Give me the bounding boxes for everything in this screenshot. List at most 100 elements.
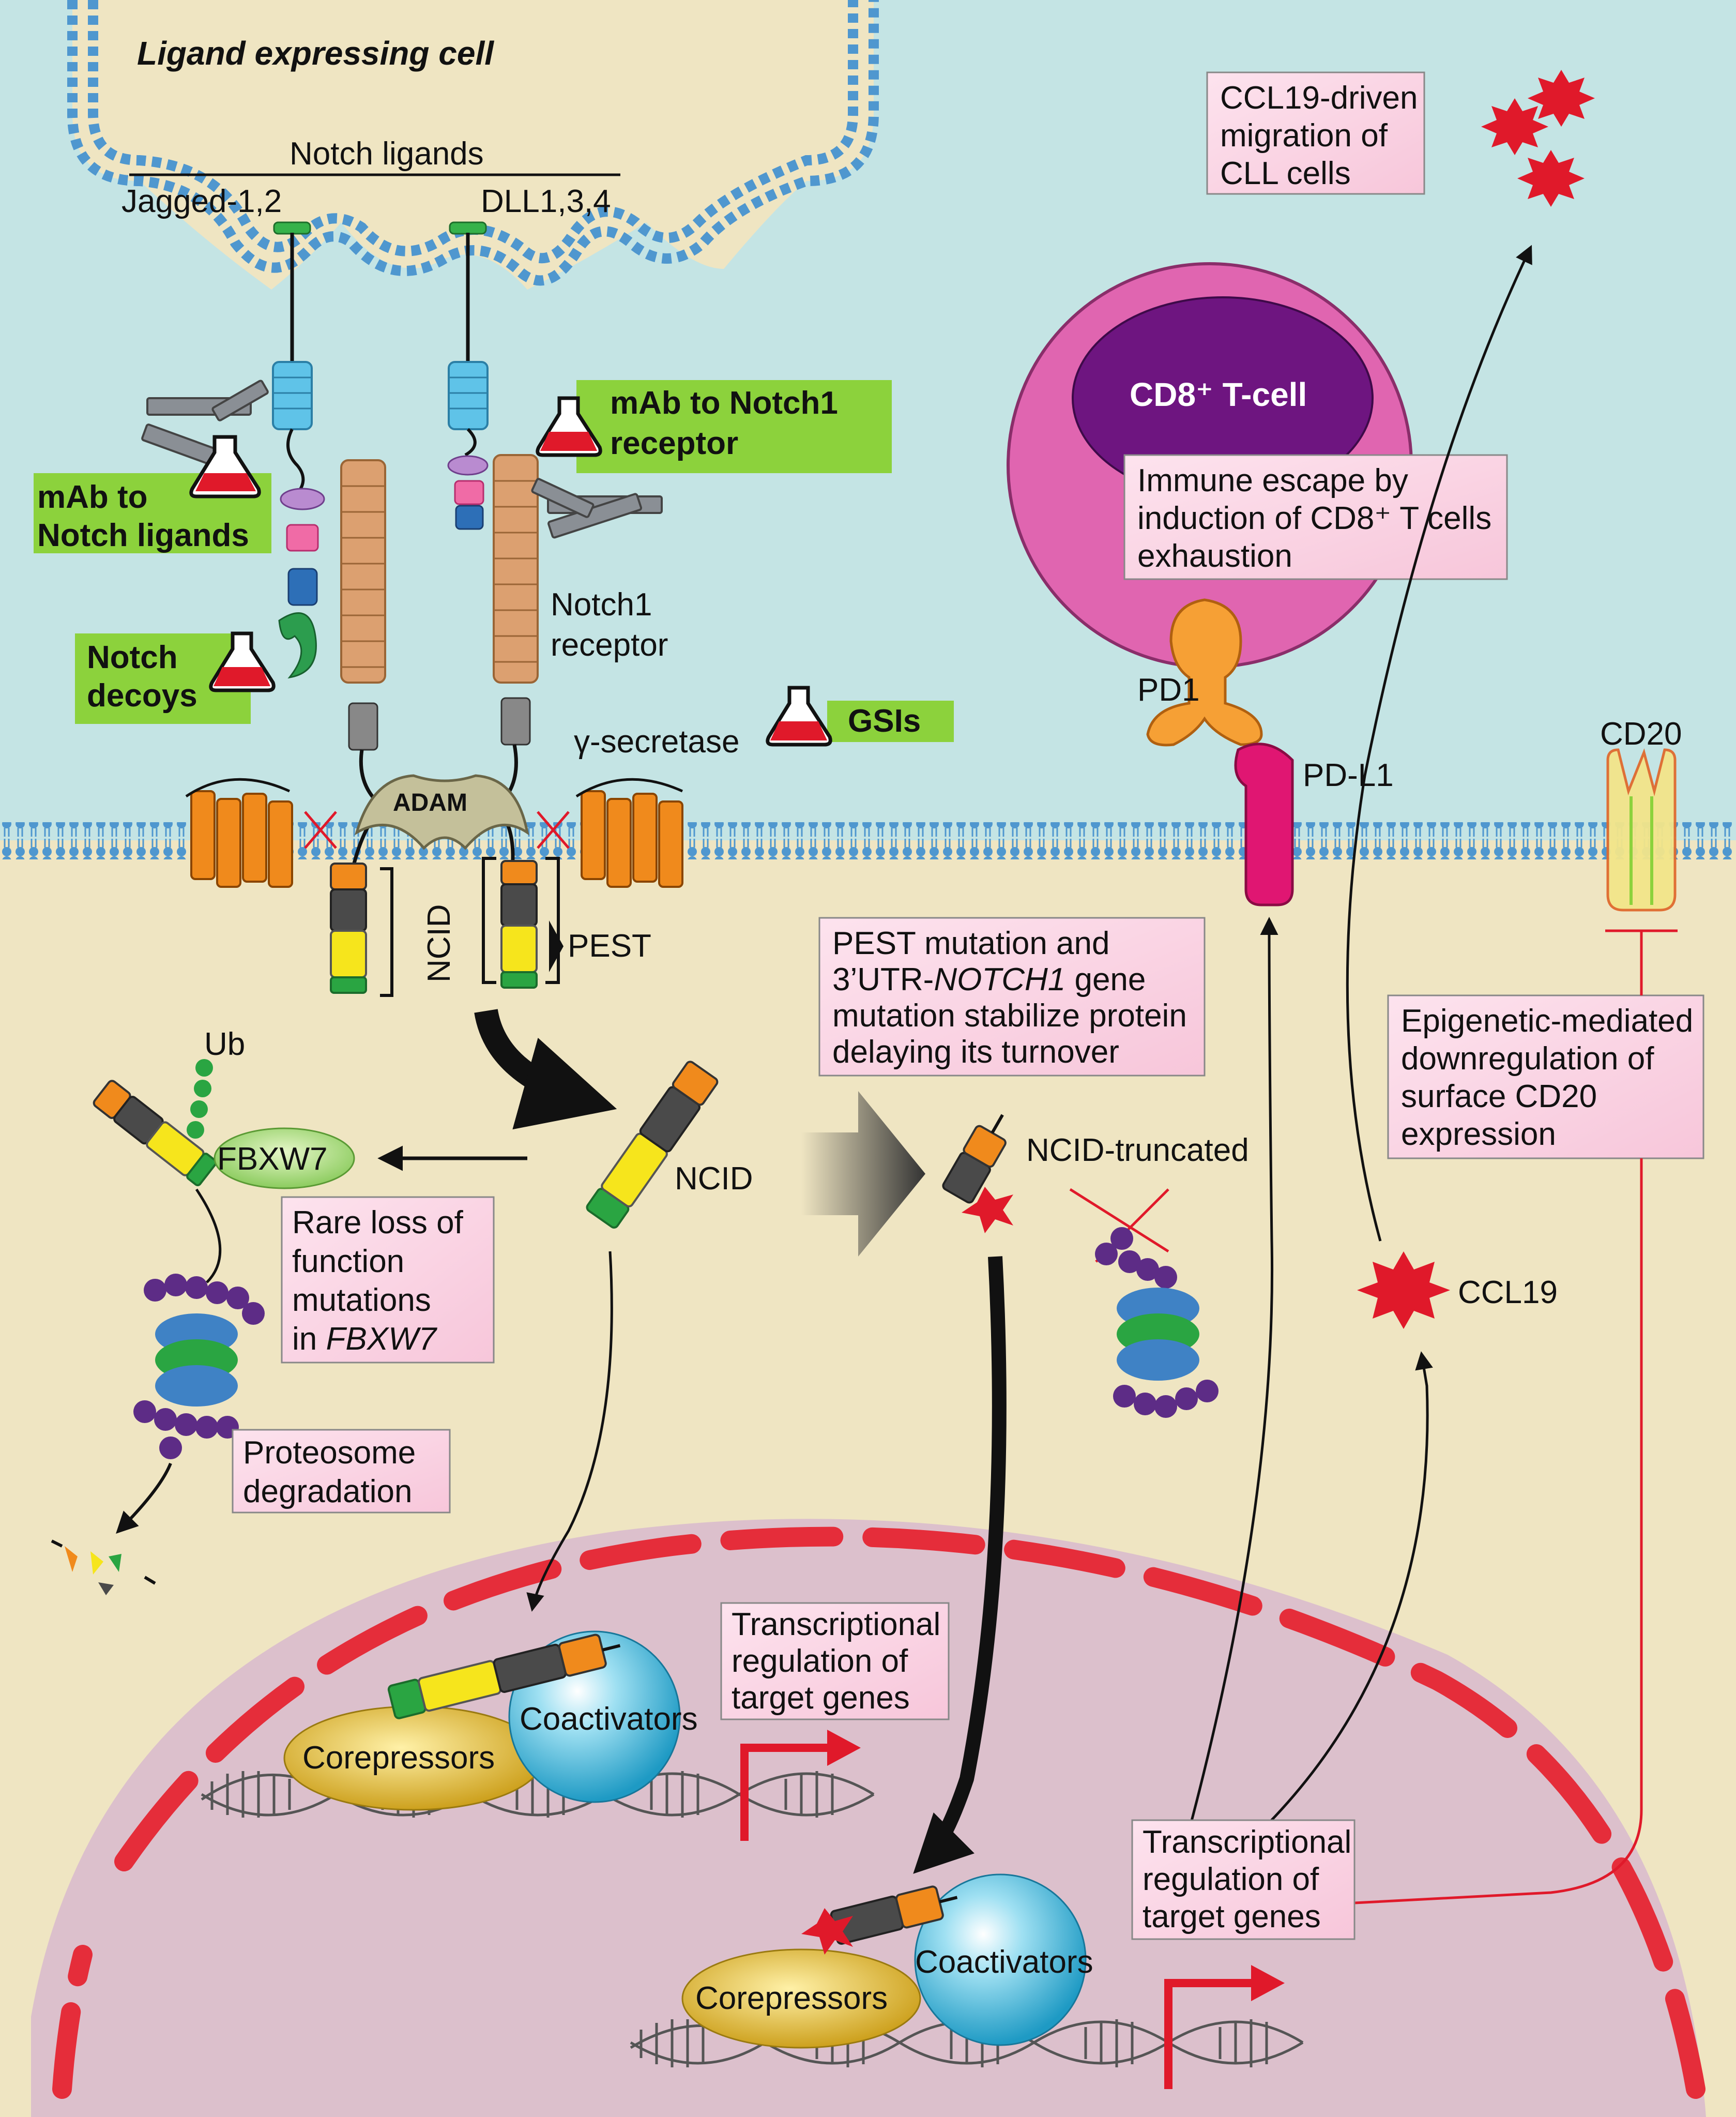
ligand-cell-bumps: [140, 181, 806, 290]
ligand-cell-bg: [72, 0, 874, 181]
decoys-label-2: decoys: [87, 678, 197, 714]
notch-decoy-shape: [278, 612, 317, 679]
pest-mutation-box: [818, 917, 1206, 1077]
gamma-secretase-right-icon: [575, 778, 683, 888]
trans-box-2-line-1: Transcriptional: [1143, 1824, 1351, 1860]
epigenetic-box-line-3: surface CD20: [1401, 1079, 1597, 1114]
cd20-protein: [1606, 748, 1677, 912]
adam-protease: [354, 774, 529, 850]
epigenetic-box-line-2: downregulation of: [1401, 1041, 1654, 1077]
corepressors-2: [681, 1948, 921, 2049]
ub-chain: [187, 1059, 213, 1139]
nucleus-to-pdl1-arrow: [1187, 917, 1278, 1831]
corepressors-2-label: Corepressors: [695, 1980, 888, 2016]
ncid-membrane-label: NCID: [421, 904, 457, 982]
immune-escape-box: [1123, 454, 1508, 580]
gsis-label: GSIs: [848, 703, 921, 739]
flask-icon-mab-ligands: [189, 435, 261, 498]
ncid-truncated-label: NCID-truncated: [1026, 1132, 1249, 1168]
egf-repeats-left: [340, 459, 386, 874]
immune-box-line-3: exhaustion: [1137, 538, 1292, 574]
fbxw7-box-line-4: in FBXW7: [292, 1321, 438, 1357]
coactivators-2: [914, 1873, 1087, 2046]
gamma-secretase-left-icon: [185, 778, 293, 888]
fbxw7-box-line-1: Rare loss of: [292, 1205, 464, 1241]
proteasome-box: [232, 1429, 451, 1514]
mab-receptor-label-2: receptor: [610, 426, 738, 461]
ncid-bound-2: [830, 1885, 958, 1945]
nuclear-envelope: [52, 1526, 1705, 2099]
pest-box-line-2: 3’UTR-NOTCH1 gene: [832, 962, 1146, 997]
ncid-membrane-left: [330, 863, 393, 997]
notch1-receptor-right: [447, 361, 539, 874]
pd1-label: PD1: [1137, 672, 1200, 708]
ccl19-migration-box: [1206, 71, 1425, 195]
flask-icon-gsis: [766, 686, 832, 747]
epigenetic-box: [1387, 994, 1704, 1159]
transcription-box-1: [720, 1602, 950, 1720]
antibody-right-icon: [531, 478, 663, 539]
ccl19-box-line-1: CCL19-driven: [1220, 80, 1418, 116]
immune-box-line-2: induction of CD8⁺ T cells: [1137, 501, 1491, 536]
decoys-label-1: Notch: [87, 640, 178, 675]
notch1-receptor-left: [272, 361, 325, 606]
pdl1-label: PD-L1: [1303, 758, 1394, 793]
fbxw7-protein: [214, 1127, 355, 1189]
ccl19-box-line-3: CLL cells: [1220, 156, 1351, 191]
ncid-truncation-star: [962, 1187, 1013, 1233]
proteasome-box-line-2: degradation: [243, 1474, 413, 1509]
transcription-arrow-1: [740, 1744, 832, 1841]
ccl19-label: CCL19: [1458, 1275, 1558, 1310]
ccl19-star: [1357, 1251, 1450, 1329]
adam-label: ADAM: [393, 789, 467, 816]
ligand-cell-membrane-outer: [67, 0, 879, 286]
trans-box-2-line-3: target genes: [1143, 1899, 1321, 1934]
mab-receptor-label-bg: [576, 380, 892, 473]
nucleus-to-ccl19-arrow: [1260, 1351, 1433, 1832]
epigenetic-box-line-1: Epigenetic-mediated: [1401, 1003, 1693, 1039]
proteasome-right-icon: [1095, 1227, 1219, 1418]
fbxw7-box-line-3: mutations: [292, 1282, 431, 1318]
transcription-box-2: [1131, 1819, 1356, 1940]
ccl19-box-line-2: migration of: [1220, 118, 1388, 154]
mab-receptor-label-1: mAb to Notch1: [610, 385, 838, 421]
immune-box-line-1: Immune escape by: [1137, 463, 1408, 498]
ncid-truncation-star-2: [801, 1908, 853, 1955]
notch-ligands-header: Notch ligands: [290, 136, 484, 172]
ncid-cytoplasm: [586, 1061, 719, 1229]
trans-box-2-line-2: regulation of: [1143, 1862, 1319, 1897]
coactivators-1-label: Coactivators: [520, 1701, 698, 1737]
gamma-secretase-label: γ-secretase: [574, 724, 739, 760]
proteasome-degradation-arrow: [116, 1462, 172, 1534]
epigenetic-box-line-4: expression: [1401, 1116, 1556, 1152]
ccl19-top-stars: [1481, 70, 1595, 207]
ligand-cell-title: Ligand expressing cell: [137, 35, 494, 72]
cleavage-sites: [304, 811, 570, 849]
notch1-receptor-label-1: Notch1: [551, 587, 652, 623]
dll-label: DLL1,3,4: [481, 184, 611, 219]
corepressors-1-label: Corepressors: [302, 1740, 495, 1776]
pest-box-line-1: PEST mutation and: [832, 926, 1110, 961]
flask-icon-decoys: [209, 631, 276, 692]
fbxw7-to-proteasome-arrow: [195, 1188, 222, 1283]
dll-ligand: [449, 221, 487, 362]
ncid-to-nucleus-arrow: [526, 1251, 613, 1612]
nucleus-bg: [31, 1519, 1706, 2117]
ncid-ubiquitinated: [93, 1080, 217, 1187]
fbxw7-mutation-box: [281, 1196, 495, 1364]
proteasome-box-line-1: Proteosome: [243, 1435, 416, 1471]
flask-icon-mab-receptor: [536, 396, 602, 457]
jagged-label: Jagged-1,2: [121, 184, 282, 219]
ncid-truncated: [942, 1114, 1007, 1204]
ncid-membrane-right: [482, 857, 564, 989]
tcell-label: CD8⁺ T-cell: [1130, 376, 1307, 413]
trans-box-1-line-2: regulation of: [732, 1643, 908, 1679]
transcription-arrowhead-1: [827, 1730, 861, 1766]
truncated-to-nucleus-arrow: [913, 1256, 1007, 1874]
pest-box-line-4: delaying its turnover: [832, 1034, 1119, 1070]
pest-box-line-3: mutation stabilize protein: [832, 998, 1187, 1034]
pd1-receptor: [1146, 598, 1263, 747]
pest-label: PEST: [568, 928, 651, 964]
ub-label: Ub: [204, 1026, 245, 1062]
